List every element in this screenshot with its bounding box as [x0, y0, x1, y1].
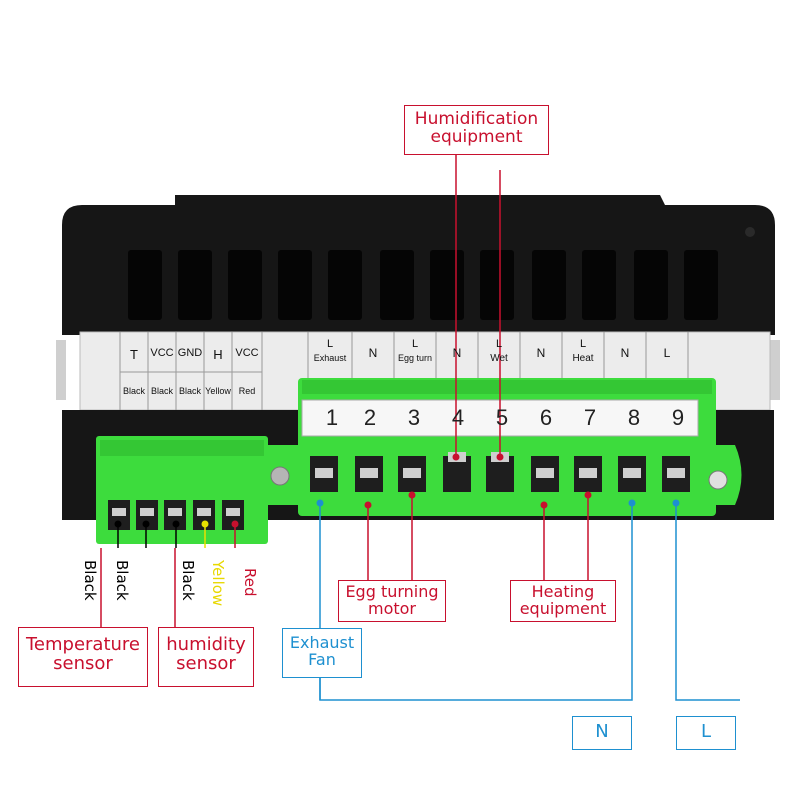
pin-color-3: Black — [178, 386, 201, 396]
exhaust-fan-label: Exhaust Fan — [282, 628, 362, 678]
terminal-number-8: 8 — [627, 405, 641, 430]
pin-color-4: Yellow — [205, 386, 231, 396]
n-supply-label: N — [572, 716, 632, 750]
pin-vcc-label: VCC — [150, 347, 174, 359]
term-sub-1: Exhaust — [313, 353, 347, 363]
term-l-1: L — [326, 338, 334, 350]
term-l-3: L — [411, 338, 419, 350]
pin-color-1: Black — [122, 386, 145, 396]
heating-equipment-label: Heating equipment — [510, 580, 616, 622]
term-l-7: L — [579, 338, 587, 350]
terminal-number-5: 5 — [495, 405, 509, 430]
pin-color-2: Black — [150, 386, 173, 396]
humidification-equipment-label: Humidification equipment — [404, 105, 549, 155]
terminal-number-6: 6 — [539, 405, 553, 430]
wire-dots — [114, 520, 239, 528]
terminal-number-7: 7 — [583, 405, 597, 430]
wire-label-red: Red — [241, 568, 259, 597]
term-sub-5: Wet — [490, 353, 508, 364]
terminal-number-2: 2 — [363, 405, 377, 430]
pin-h-label: H — [213, 347, 223, 362]
red-leaders — [100, 155, 589, 627]
terminal-block-5 — [96, 436, 268, 544]
l-supply-label: L — [676, 716, 736, 750]
egg-turning-motor-label: Egg turning motor — [338, 580, 446, 622]
terminal-number-3: 3 — [407, 405, 421, 430]
temperature-sensor-label: Temperature sensor — [18, 627, 148, 687]
wire-label-yellow: Yellow — [209, 560, 227, 607]
terminal-number-4: 4 — [451, 405, 465, 430]
term-l-8: N — [620, 346, 630, 360]
terminal-number-1: 1 — [325, 405, 339, 430]
term-sub-3: Egg turn — [397, 353, 433, 363]
wire-label-black-3: Black — [179, 560, 197, 601]
pin-t-label: T — [130, 347, 138, 362]
term-l-9: L — [663, 346, 671, 360]
wire-label-black-2: Black — [113, 560, 131, 601]
term-sub-7: Heat — [572, 353, 594, 364]
term-l-6: N — [536, 346, 546, 360]
humidity-sensor-label: humidity sensor — [158, 627, 254, 687]
terminal-block-9 — [261, 378, 742, 516]
term-l-2: N — [368, 346, 378, 360]
pin-color-5: Red — [238, 386, 256, 396]
term-l-4: N — [452, 346, 462, 360]
terminal-number-9: 9 — [671, 405, 685, 430]
device-housing-top — [62, 195, 775, 335]
pin-vcc2-label: VCC — [235, 347, 259, 359]
pin-gnd-label: GND — [177, 347, 203, 359]
term-l-5: L — [495, 338, 503, 350]
wire-label-black-1: Black — [81, 560, 99, 601]
